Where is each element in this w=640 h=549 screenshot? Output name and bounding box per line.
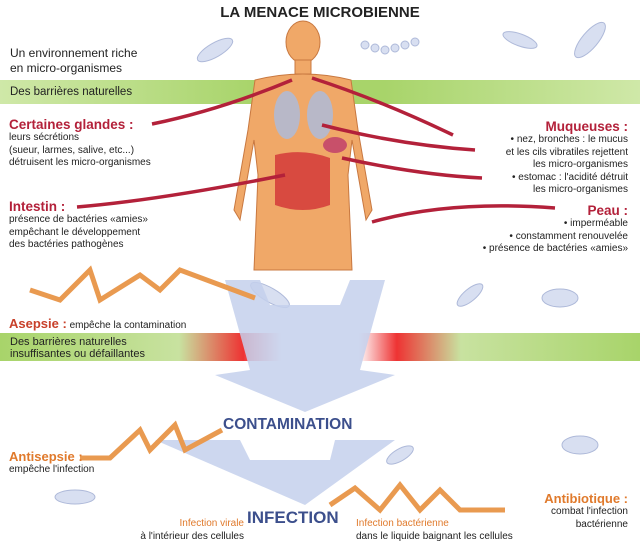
peau-title: Peau : [587, 203, 628, 218]
asepsie-block: Asepsie : empêche la contamination [9, 316, 186, 331]
asepsie-text: empêche la contamination [66, 320, 187, 331]
band2-line: insuffisantes ou défaillantes [10, 348, 145, 360]
environment-line: Un environnement riche [10, 46, 138, 60]
environment-text: Un environnement riche en micro-organism… [10, 46, 137, 76]
orange-zigzags [29, 265, 505, 514]
asepsie-title: Asepsie : [9, 316, 67, 331]
peau-line: • présence de bactéries «amies» [482, 243, 628, 254]
peau-line: • constamment renouvelée [509, 230, 628, 242]
bacterienne-block: Infection bactérienne dans le liquide ba… [356, 518, 513, 543]
body-figure [233, 20, 373, 271]
muqueuses-line: les micro-organismes [532, 184, 628, 195]
antibiotique-line: combat l'infection [551, 506, 628, 517]
antisepsie-title: Antisepsie : [9, 449, 83, 464]
antibiotique-line: bactérienne [575, 518, 628, 530]
antisepsie-block: Antisepsie : empêche l'infection [9, 449, 94, 477]
peau-block: Peau : • imperméable • constamment renou… [483, 203, 628, 256]
antibiotique-block: Antibiotique : combat l'infection bactér… [544, 491, 628, 531]
band1-label: Des barrières naturelles [10, 86, 133, 98]
muqueuses-line: et les cils vibratiles rejettent [505, 146, 628, 158]
organs [274, 91, 347, 210]
band2-line: Des barrières naturelles [10, 336, 127, 348]
glandes-line: leurs sécrétions [9, 132, 80, 143]
virale-text: à l'intérieur des cellules [140, 530, 244, 542]
peau-line: • imperméable [563, 218, 628, 229]
intestin-block: Intestin : présence de bactéries «amies»… [9, 199, 148, 252]
virale-block: Infection virale à l'intérieur des cellu… [140, 518, 244, 543]
big-arrow-contamination [215, 280, 395, 412]
glandes-line: (sueur, larmes, salive, etc...) [9, 144, 135, 156]
glandes-line: détruisent les micro-organismes [9, 157, 151, 168]
intestin-line: empêchant le développement [9, 226, 141, 238]
glandes-block: Certaines glandes : leurs sécrétions (su… [9, 117, 151, 170]
antibiotique-title: Antibiotique : [544, 491, 628, 506]
intestin-title: Intestin : [9, 199, 66, 214]
band2-label: Des barrières naturelles insuffisantes o… [10, 336, 145, 360]
page-title: LA MENACE MICROBIENNE [220, 4, 420, 21]
intestin-line: des bactéries pathogènes [9, 239, 124, 250]
bacterienne-text: dans le liquide baignant les cellules [356, 530, 513, 542]
big-arrow-infection [155, 440, 395, 505]
glandes-title: Certaines glandes : [9, 117, 134, 132]
muqueuses-line: les micro-organismes [532, 159, 628, 170]
red-arrows [76, 76, 556, 224]
muqueuses-line: • estomac : l'acidité détruit [511, 171, 628, 183]
muqueuses-line: • nez, bronches : le mucus [510, 134, 628, 145]
infection-label: INFECTION [247, 508, 339, 527]
virale-title: Infection virale [179, 518, 244, 529]
antisepsie-text: empêche l'infection [9, 464, 95, 475]
muqueuses-block: Muqueuses : • nez, bronches : le mucus e… [506, 119, 628, 197]
intestin-line: présence de bactéries «amies» [9, 214, 148, 225]
bacterienne-title: Infection bactérienne [356, 518, 449, 529]
muqueuses-title: Muqueuses : [545, 119, 628, 134]
contamination-label: CONTAMINATION [223, 416, 353, 433]
environment-line: en micro-organismes [10, 61, 123, 75]
